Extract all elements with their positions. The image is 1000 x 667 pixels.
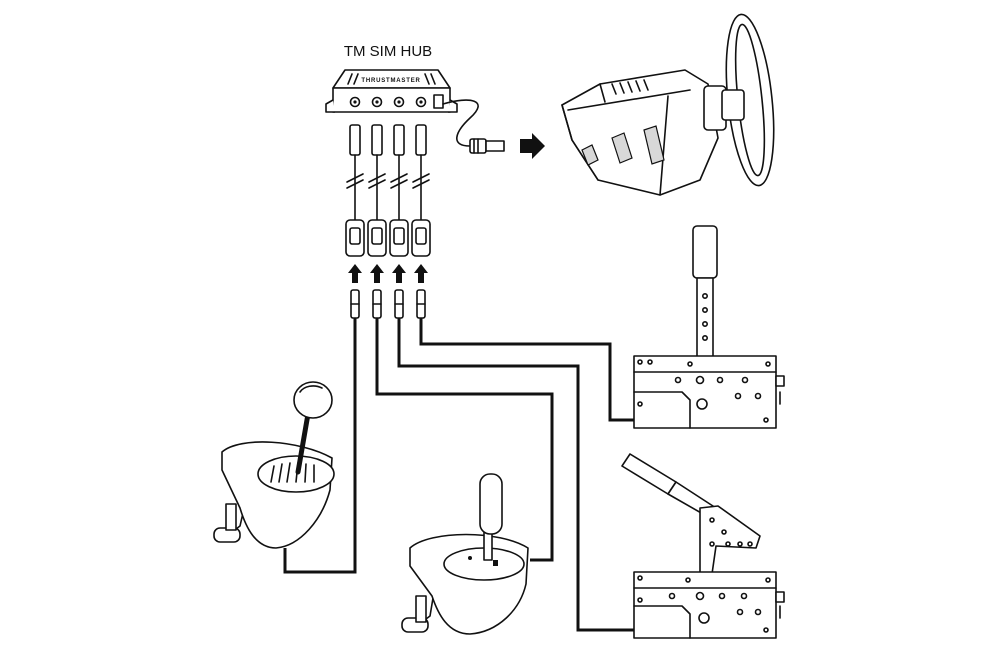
arrow-right-icon	[520, 133, 545, 159]
device-cable-plugs	[350, 289, 426, 319]
sequential-lever	[621, 453, 785, 639]
hub-title: TM SIM HUB	[344, 43, 432, 60]
hub-usb-cable	[442, 99, 479, 147]
device-cables	[283, 318, 640, 632]
hub-brand-logo: THRUSTMASTER	[361, 78, 420, 84]
sequential-shifter	[401, 473, 529, 635]
th8a-shifter	[213, 381, 335, 549]
hub-output-cables	[346, 124, 430, 221]
racing-wheel-base	[561, 13, 775, 196]
sim-hub-device: THRUSTMASTER	[325, 69, 458, 113]
hub-cable-connectors	[345, 219, 431, 257]
handbrake	[633, 225, 785, 429]
arrow-up-icons	[348, 264, 428, 283]
usb-plug	[469, 138, 505, 154]
